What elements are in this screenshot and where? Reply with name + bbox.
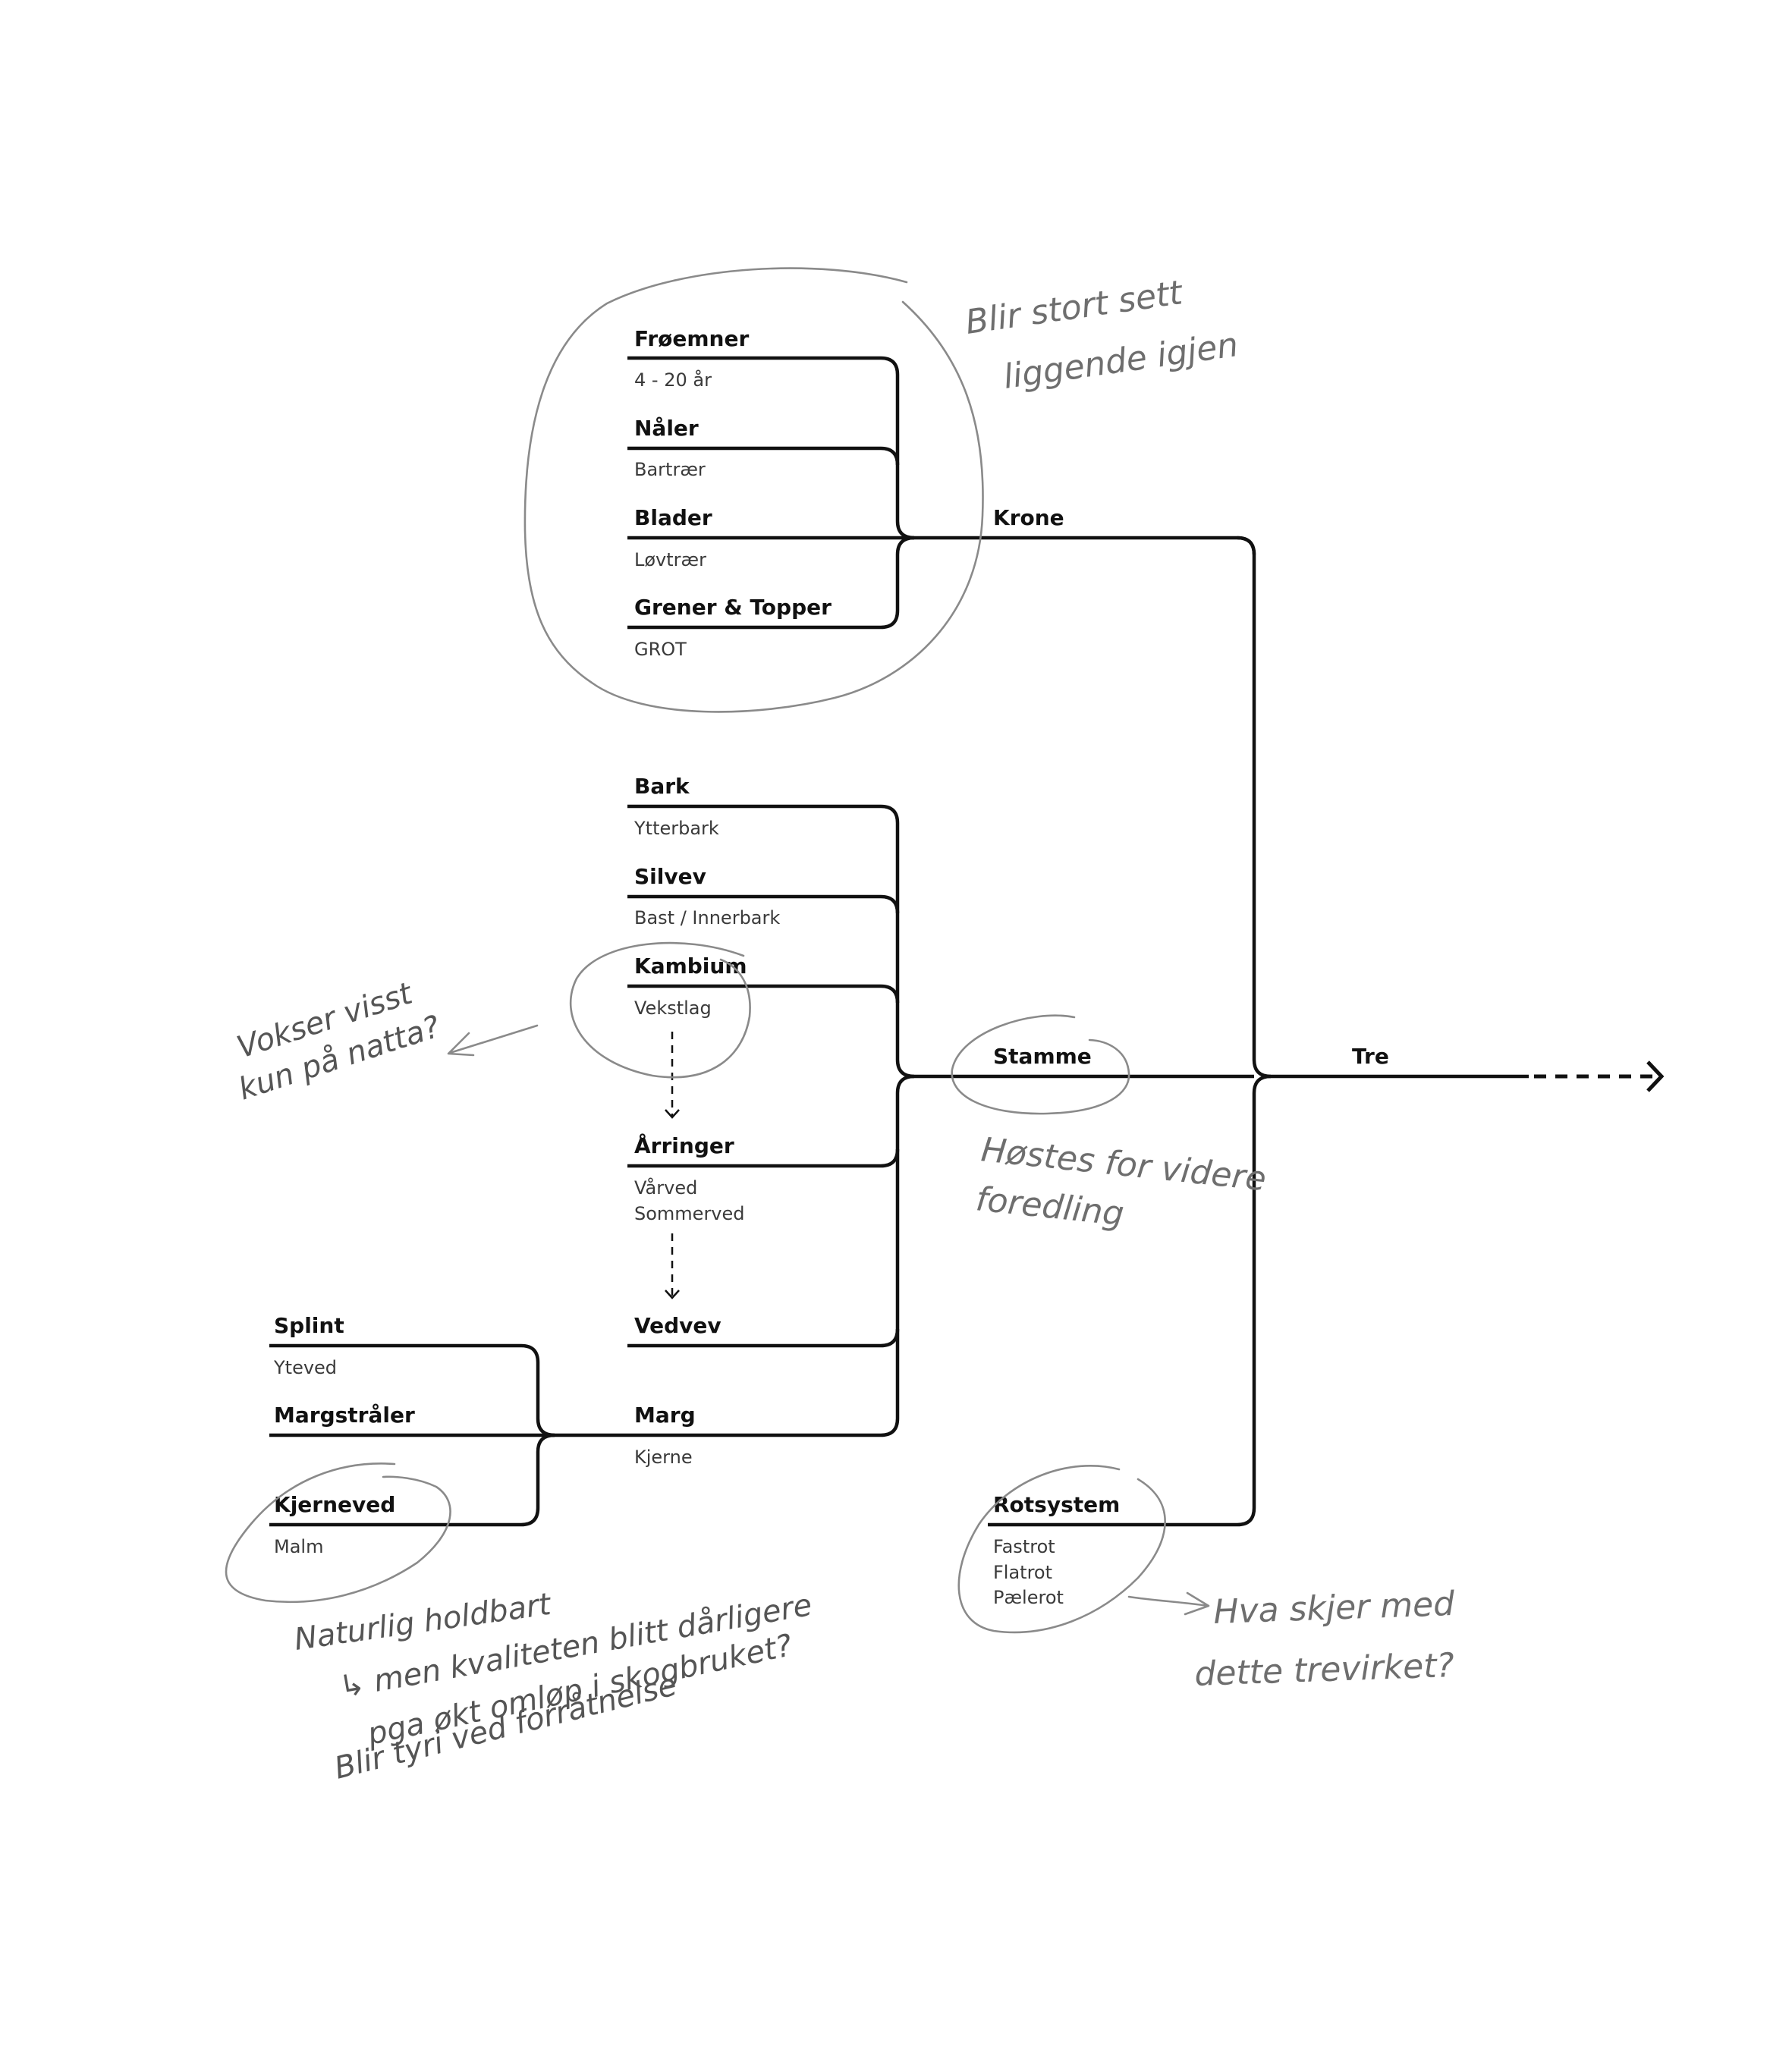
root-label-tre: Tre <box>1352 1044 1389 1069</box>
note-rotsystem-line2: dette trevirket? <box>1194 1646 1455 1694</box>
part-title-bark: Bark <box>634 774 690 799</box>
note-krone-line2: liggende igjen <box>1001 325 1240 397</box>
rotsystem-subtitle-flatrot: Flatrot <box>993 1562 1052 1583</box>
krone-group: Frøemner 4 - 20 år Nåler Bartrær Blader … <box>627 326 1256 660</box>
stamme-group: Bark Ytterbark Silvev Bast / Innerbark K… <box>555 774 1237 1468</box>
part-title-arringer: Årringer <box>634 1133 734 1158</box>
part-subtitle-froemner: 4 - 20 år <box>634 369 712 391</box>
connector-rot-to-tre <box>1252 1074 1272 1508</box>
part-title-vedvev: Vedvev <box>634 1313 722 1338</box>
part-subtitle-sommerved: Sommerved <box>634 1203 745 1224</box>
connector-splint <box>269 1343 555 1437</box>
pencil-annotations: Blir stort sett liggende igjen Vokser vi… <box>225 267 1456 1786</box>
part-subtitle-grener-topper: GROT <box>634 639 687 660</box>
connector-kambium <box>627 984 900 1004</box>
connector-kjerneved <box>269 1433 555 1527</box>
circle-kjerneved <box>225 1462 451 1604</box>
arrow-rotsystem-note <box>1127 1591 1210 1616</box>
rotsystem-subtitle-paelerot: Pælerot <box>993 1587 1064 1608</box>
part-subtitle-bark: Ytterbark <box>633 818 719 839</box>
note-rotsystem-line1: Hva skjer med <box>1213 1585 1456 1632</box>
part-subtitle-silvev: Bast / Innerbark <box>634 907 780 928</box>
part-subtitle-varved: Vårved <box>634 1177 697 1199</box>
branch-label-rotsystem: Rotsystem <box>993 1492 1120 1517</box>
connector-blader <box>627 536 1256 555</box>
connector-froemner <box>627 356 915 540</box>
arrowhead-down-icon <box>665 1290 680 1299</box>
branch-label-stamme: Stamme <box>993 1044 1092 1069</box>
connector-bark <box>627 804 915 1079</box>
connector-marg <box>555 1074 915 1437</box>
arrowhead-down-icon <box>665 1109 680 1119</box>
part-title-grener-topper: Grener & Topper <box>634 595 832 620</box>
part-title-blader: Blader <box>634 505 712 530</box>
part-title-kjerneved: Kjerneved <box>274 1492 395 1517</box>
tre-trunk: Tre <box>1237 536 1665 1508</box>
part-subtitle-blader: Løvtrær <box>634 549 706 570</box>
part-title-margstraler: Margstråler <box>274 1403 415 1428</box>
rotsystem-subtitle-fastrot: Fastrot <box>993 1536 1055 1557</box>
part-subtitle-splint: Yteved <box>273 1357 337 1378</box>
connector-silvev <box>627 894 900 914</box>
part-title-naler: Nåler <box>634 416 699 441</box>
marg-subgroup: Splint Yteved Margstråler Kjerneved Malm <box>269 1313 555 1557</box>
part-subtitle-kambium: Vekstlag <box>634 998 712 1019</box>
branch-label-krone: Krone <box>993 505 1064 530</box>
connector-naler <box>627 446 900 466</box>
part-title-kambium: Kambium <box>634 954 747 979</box>
arrow-kambium-note <box>447 1024 539 1057</box>
circle-kambium <box>569 941 751 1079</box>
part-title-froemner: Frøemner <box>634 326 749 351</box>
circle-krone-parts <box>523 267 984 713</box>
rotsystem-group: Rotsystem Fastrot Flatrot Pælerot <box>988 1492 1256 1608</box>
connector-krone-to-tre <box>1237 536 1272 1079</box>
note-krone-line1: Blir stort sett <box>963 273 1186 342</box>
part-subtitle-marg: Kjerne <box>634 1447 693 1468</box>
circle-stamme <box>951 1014 1130 1115</box>
arrow-right-icon <box>1646 1060 1665 1092</box>
part-title-splint: Splint <box>274 1313 344 1338</box>
circle-rotsystem <box>957 1465 1166 1634</box>
connector-rotsystem <box>988 1507 1256 1527</box>
note-stamme-line2: foredling <box>974 1180 1126 1233</box>
part-title-silvev: Silvev <box>634 864 706 889</box>
connector-grener <box>627 536 915 630</box>
part-title-marg: Marg <box>634 1403 696 1428</box>
part-subtitle-kjerneved: Malm <box>274 1536 323 1557</box>
part-subtitle-naler: Bartrær <box>634 459 706 480</box>
